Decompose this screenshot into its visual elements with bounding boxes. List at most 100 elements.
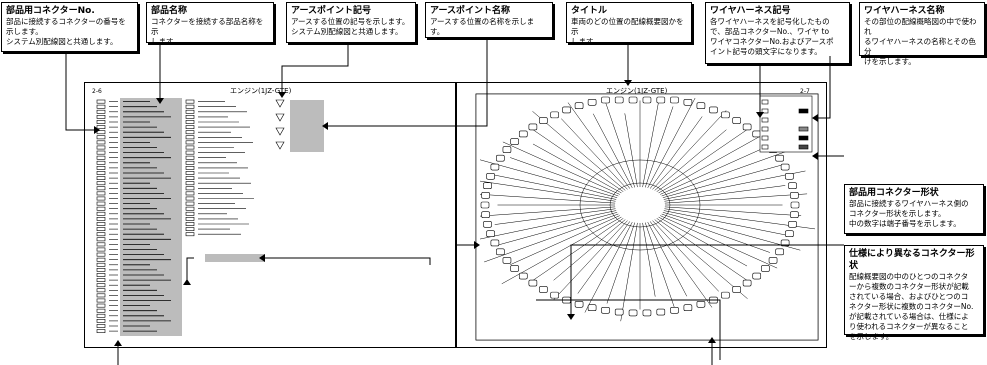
connector-shape [510,138,519,145]
callout-body: 車両のどの位置の配線概要図かを示 します。 [571,17,684,46]
wire [654,129,727,191]
callout-harness-symbol: ワイヤハーネス記号 各ワイヤハーネスを記号化したもの で、部品コネクターNo.、… [705,2,850,64]
connector-shape [721,291,730,299]
connector-badge [185,211,195,216]
connector-badge [96,196,106,201]
connector-badge [185,150,195,155]
harness-legend [759,95,813,153]
wire [652,110,727,190]
wire [510,157,619,197]
connector-shape [628,96,638,104]
connector-badge [185,217,195,221]
callout-title: 部品用コネクターNo. [6,6,95,16]
connector-shape [562,106,571,114]
connector-shape [696,102,706,109]
connector-badge [96,150,106,155]
connector-shape [480,201,490,209]
connector-badge [96,186,106,191]
connector-badge [185,166,195,170]
connector-shape [539,286,548,293]
connector-shape [574,301,584,308]
connector-badge [96,191,106,196]
wire [662,212,801,251]
connector-badge [185,222,195,226]
connector-shape [742,279,752,287]
connector-shape [587,98,597,106]
connector-shape [490,163,500,171]
wire [658,125,779,194]
connector-badge [96,324,106,328]
connector-shape [656,96,666,104]
connector-shape [642,309,652,317]
connector-shape [601,96,610,104]
wire [491,174,617,200]
connector-shape [481,211,490,218]
connector-badge [96,211,106,216]
connector-badge [96,262,106,267]
wire [649,116,703,189]
wire [649,221,713,308]
connector-badge [96,252,106,257]
connector-badge [96,303,106,308]
connector-badge [96,99,106,104]
callout-body: 部品に接続するワイヤハーネス側の コネクター形状を示します。 中の数字は端子番号… [849,199,969,228]
wire [661,213,770,253]
connector-badge [96,176,106,181]
connector-badge [96,201,106,206]
connector-badge [96,288,106,293]
leader-lines [65,38,844,365]
wire [658,216,748,267]
connector-badge [96,227,106,232]
connector-shape [780,239,790,247]
callout-spec-connector: 仕様により異なるコネクター形状 配線概要図の中のひとつのコネクタ ーから複数のコ… [844,245,984,341]
connector-shape [670,96,679,104]
callout-title: 仕様により異なるコネクター形状 [849,249,975,271]
connector-shape [550,291,559,299]
connector-badge [185,130,195,135]
wire [662,164,782,198]
wire [663,170,806,200]
wire [502,141,620,195]
connector-shape [670,306,679,314]
connector-shape [502,146,512,153]
connector-badge [185,196,195,201]
connector-shape [790,192,799,199]
wire [644,106,674,188]
connector-shape [510,265,519,272]
connector-shape [486,172,495,180]
connector-number-list [96,99,171,334]
connector-badge [185,155,195,160]
connector-shape [768,257,778,264]
connector-shape [752,272,762,280]
wire [498,212,618,246]
connector-shape [788,182,797,190]
wire [577,221,631,294]
connector-badge [96,140,106,145]
connector-shape [528,123,538,131]
connector-badge [96,247,106,252]
wire [604,98,636,188]
wire [592,113,633,188]
connector-shape [683,304,693,312]
connector-badge [185,125,195,130]
connector-badge [96,120,106,124]
connector-badge [96,130,106,135]
connector-shape [785,172,794,180]
callout-title: 部品用コネクター形状 [849,188,939,198]
connector-shape [761,265,770,272]
wire [553,219,626,281]
connector-shape [696,301,706,308]
wire [664,185,786,202]
connector-badge [96,232,106,237]
connector-shape [742,123,752,131]
connector-shape [628,309,638,317]
arrow-heads [94,80,818,346]
connector-badge [96,257,106,262]
wire [620,222,638,322]
connector-shape [775,154,784,162]
callout-connector-shape: 部品用コネクター形状 部品に接続するワイヤハーネス側の コネクター形状を示します… [844,184,984,234]
wire [661,147,796,197]
connector-badge [96,308,106,313]
callout-title: ワイヤハーネス記号 [710,6,791,16]
connector-shape [732,117,741,124]
